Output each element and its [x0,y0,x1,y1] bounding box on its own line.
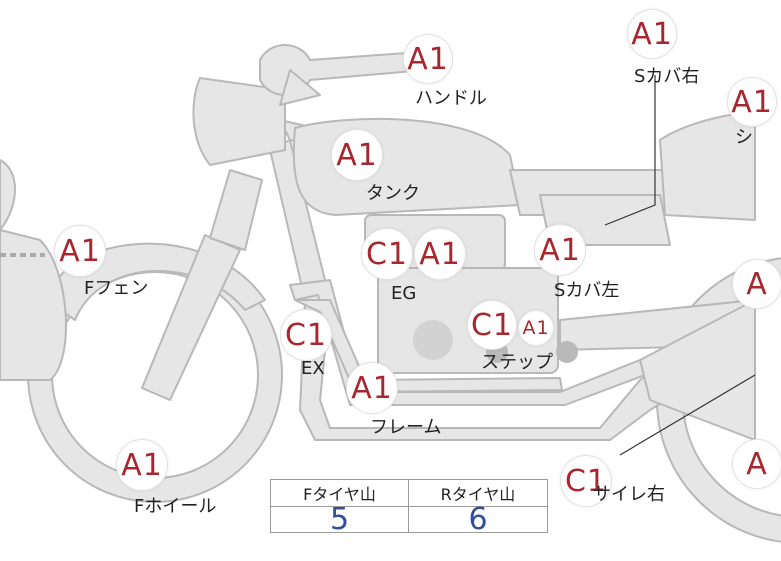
grade-badge-front-wheel: A1 [117,440,167,490]
grade-badge-engine-c1: C1 [362,229,412,279]
rear-tire-value: 6 [468,502,488,537]
grade-badge-tank: A1 [332,130,382,180]
engine-case [413,320,453,360]
label-tank: タンク [366,183,420,204]
grade-badge-step-c1: C1 [468,301,516,349]
tire-tread-table: Fタイヤ山 Rタイヤ山 5 6 [270,479,548,537]
grade-badge-side-cover-right: A1 [628,10,676,58]
grade-badge-handlebar: A1 [404,35,452,83]
grade-badge-exhaust: C1 [281,310,331,360]
label-front-fender: Fフェン [84,278,149,299]
grade-badge-silencer-right: C1 [561,456,611,506]
leader-line [604,75,656,226]
grade-badge-partial-right-lower: A [733,440,781,488]
grade-badge-engine: A1 [415,229,465,279]
grade-badge-step: A1 [519,311,553,345]
rear-tire-header: Rタイヤ山 [409,480,547,507]
label-engine: EG [391,283,417,304]
headlight [192,77,286,166]
label-frame: フレーム [370,417,442,438]
grade-badge-seat: A1 [728,78,776,126]
front-tire-value: 5 [271,502,409,537]
label-exhaust: EX [301,358,325,379]
grade-badge-partial-right-upper: A [733,260,781,308]
grade-badge-frame: A1 [347,363,397,413]
rear-cowl [659,111,756,221]
label-seat: シ [735,127,753,148]
grade-badge-front-fender: A1 [55,226,105,276]
grade-badge-side-cover-left: A1 [535,225,585,275]
label-silencer-right: サイレ右 [593,484,665,505]
label-handlebar: ハンドル [415,88,487,109]
front-tire-header: Fタイヤ山 [271,480,409,507]
label-side-cover-right: Sカバ右 [634,66,700,87]
label-front-wheel: Fホイール [134,496,217,517]
label-side-cover-left: Sカバ左 [554,280,620,301]
label-step: ステップ [481,352,553,373]
